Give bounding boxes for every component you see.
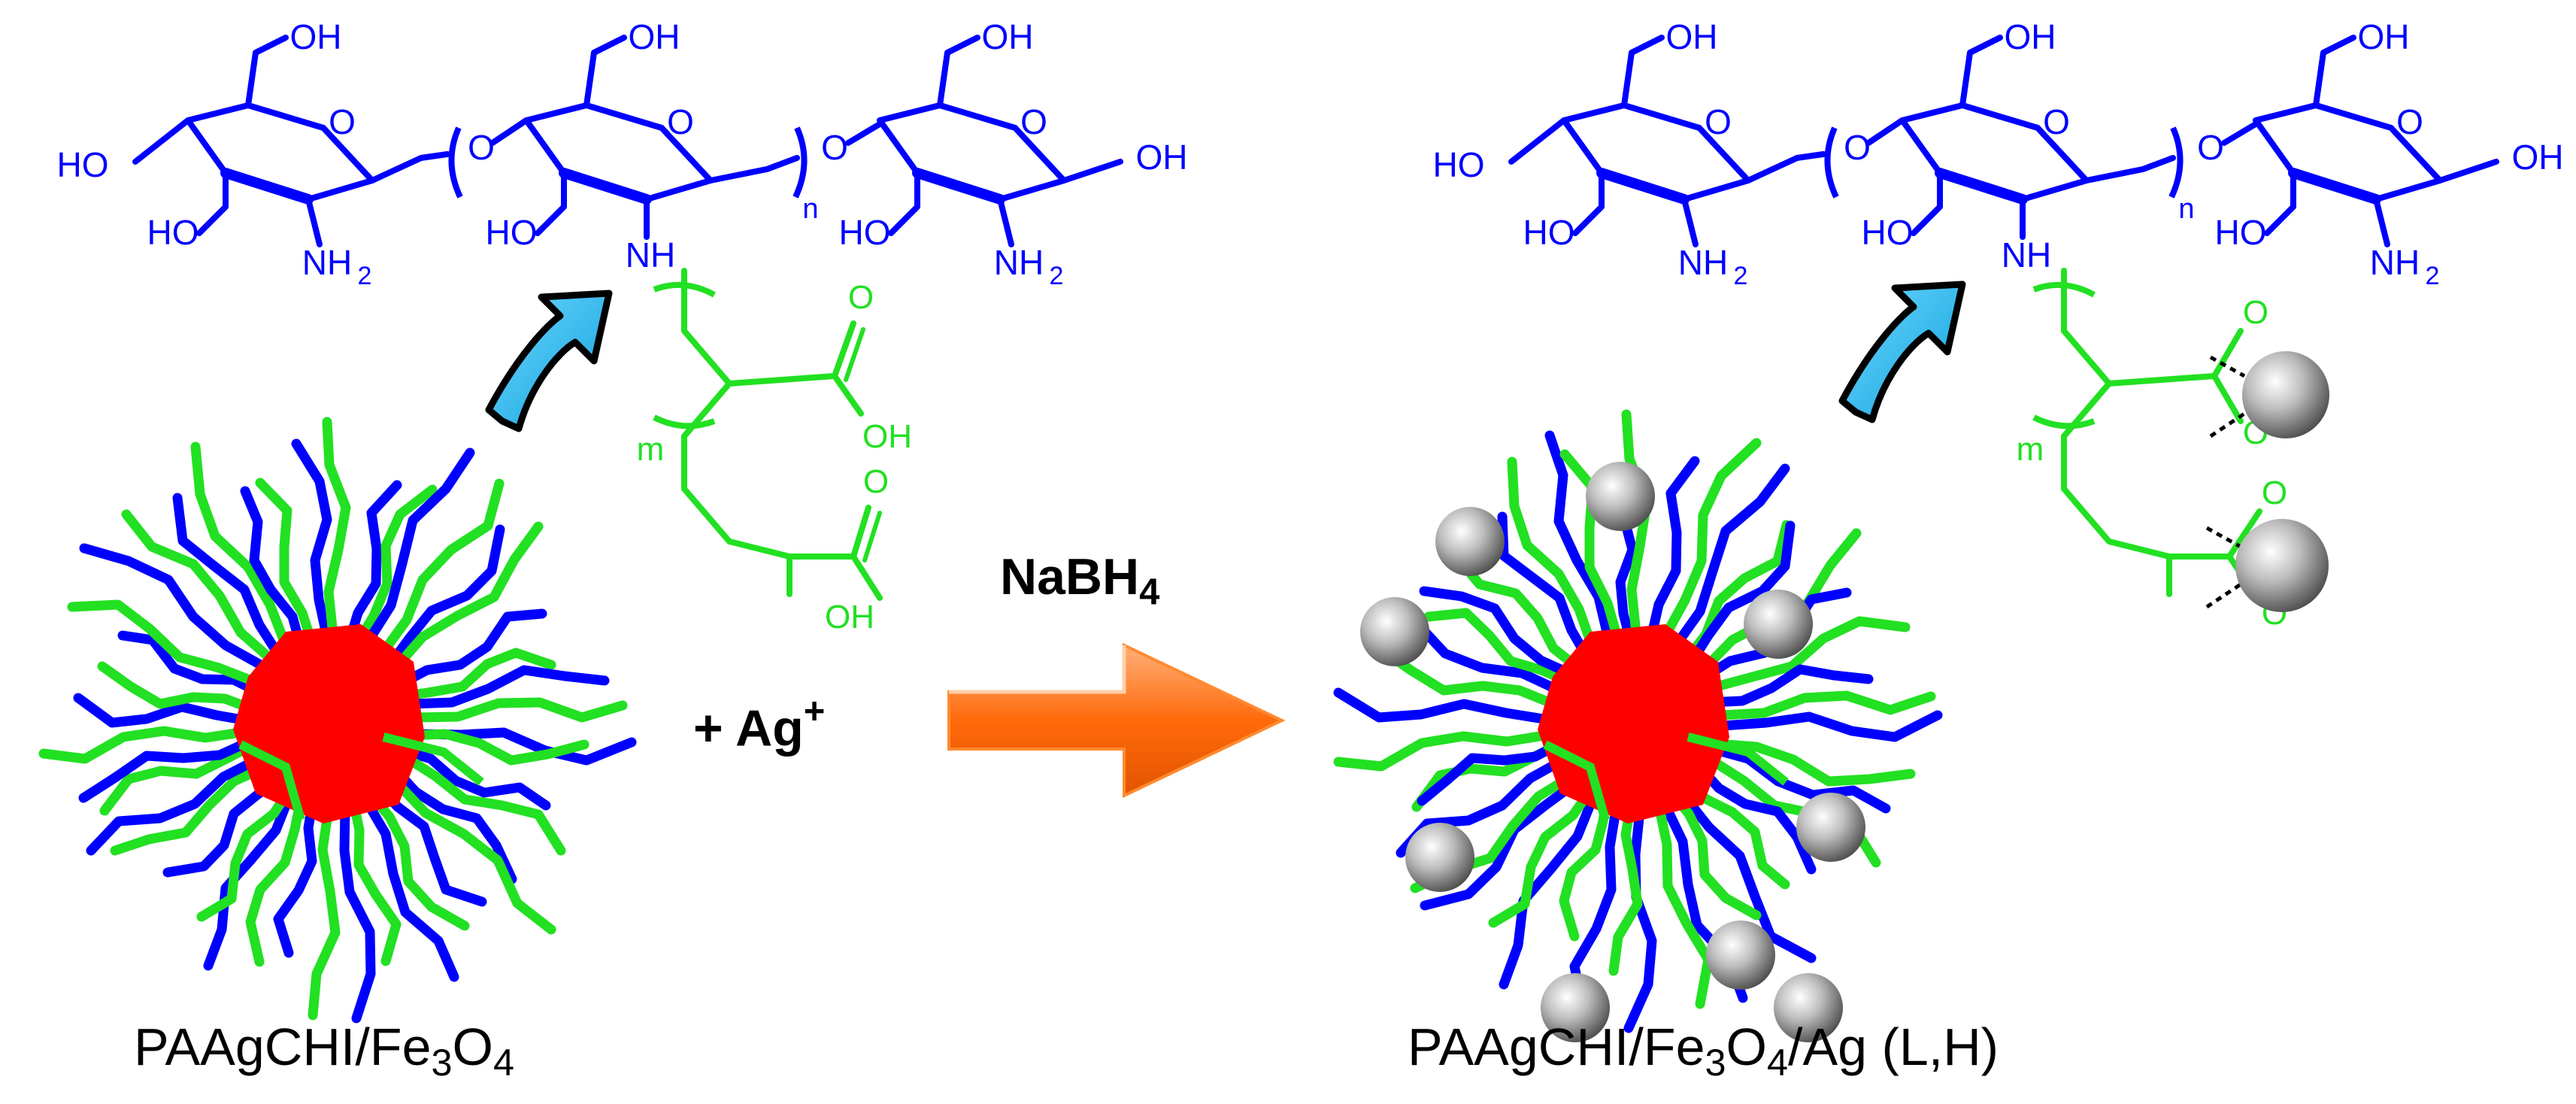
silver-particle-icon xyxy=(1796,793,1865,862)
hydroxyl-oh-label-2: OH xyxy=(825,599,874,635)
ring-o-label: O xyxy=(2396,102,2423,141)
nh2-label: NH xyxy=(994,243,1044,282)
glycosidic-o-label-2: O xyxy=(821,128,848,167)
reagent-ag-sup: + xyxy=(803,691,826,732)
repeat-m-label: m xyxy=(2017,431,2044,468)
reagent-nabh4-sub: 4 xyxy=(1139,572,1160,613)
caption-right-s1: 3 xyxy=(1705,1041,1726,1084)
fe3o4-core-icon xyxy=(233,624,425,823)
ring-o-label: O xyxy=(329,102,356,141)
silver-particle-icon xyxy=(1706,921,1775,990)
ring-o-label: O xyxy=(2043,102,2070,141)
caption-right-p3: /Ag (L,H) xyxy=(1788,1018,1999,1076)
oh-label: OH xyxy=(1666,17,1718,56)
fe3o4-core-icon xyxy=(1538,624,1729,823)
reagent-ag-ion: + Ag+ xyxy=(693,690,825,757)
nh2-sub-label: 2 xyxy=(2426,262,2440,290)
repeat-n-label: n xyxy=(802,193,818,225)
silver-sphere-bound-icon xyxy=(2242,351,2329,438)
oh-label: OH xyxy=(629,17,680,56)
curved-arrow-left-icon xyxy=(485,290,613,432)
reaction-arrow-icon xyxy=(947,642,1286,799)
caption-right-s2: 4 xyxy=(1766,1041,1789,1084)
reagent-nabh4-main: NaBH xyxy=(1000,548,1140,605)
silver-particle-icon xyxy=(1405,823,1474,892)
caption-right-p1: PAAgCHI/Fe xyxy=(1408,1018,1705,1076)
caption-left-p2: O xyxy=(452,1018,493,1076)
oh-label: OH xyxy=(290,17,342,56)
oh-terminal-label: OH xyxy=(1136,138,1188,177)
oh-label: OH xyxy=(982,17,1034,56)
silver-particle-icon xyxy=(1586,462,1655,531)
carboxylate-o-label-3: O xyxy=(2262,475,2287,511)
caption-right-p2: O xyxy=(1726,1018,1767,1076)
hydroxyl-oh-label: OH xyxy=(862,418,912,455)
oh-terminal-label: OH xyxy=(2512,138,2564,177)
nanoparticle-right xyxy=(1333,409,1943,1042)
silver-particle-icon xyxy=(1541,973,1610,1042)
ring-o-label: O xyxy=(1705,102,1732,141)
ho-terminal-label: HO xyxy=(57,145,109,184)
repeat-m-label: m xyxy=(637,431,665,468)
reagent-nabh4: NaBH4 xyxy=(1000,547,1159,614)
ho-label: HO xyxy=(147,213,199,252)
silver-sphere-bound-icon xyxy=(2235,519,2329,612)
curved-arrow-right-icon xyxy=(1838,281,1966,423)
carboxylate-o-label: O xyxy=(2243,294,2268,331)
silver-particle-icon xyxy=(1774,973,1843,1042)
caption-left-s1: 3 xyxy=(431,1041,453,1084)
caption-right: PAAgCHI/Fe3O4/Ag (L,H) xyxy=(1408,1017,1999,1084)
glycosidic-o-label: O xyxy=(468,128,495,167)
silver-particle-icon xyxy=(1360,597,1429,666)
nh2-label: NH xyxy=(2370,243,2420,282)
carbonyl-o-label: O xyxy=(848,279,874,316)
glycosidic-o-label-2: O xyxy=(2197,128,2224,167)
ho-label: HO xyxy=(839,213,891,252)
nh2-sub-label: 2 xyxy=(1050,262,1064,290)
reagent-ag-main: + Ag xyxy=(693,699,804,757)
caption-left-s2: 4 xyxy=(492,1041,515,1084)
caption-left-p1: PAAgCHI/Fe xyxy=(134,1018,432,1076)
nh2-sub-label: 2 xyxy=(358,262,372,290)
silver-particle-icon xyxy=(1744,590,1813,659)
oh-label: OH xyxy=(2005,17,2056,56)
nh-label: NH xyxy=(626,235,675,274)
silver-particle-icon xyxy=(1435,507,1505,576)
nh-label: NH xyxy=(2002,235,2051,274)
caption-left: PAAgCHI/Fe3O4 xyxy=(134,1017,514,1084)
ho-label: HO xyxy=(1523,213,1575,252)
ho-label: HO xyxy=(2215,213,2267,252)
oh-label: OH xyxy=(2358,17,2410,56)
ho-terminal-label: HO xyxy=(1433,145,1485,184)
nh2-label: NH xyxy=(302,243,352,282)
ring-o-label: O xyxy=(667,102,694,141)
repeat-n-label: n xyxy=(2178,193,2194,225)
ho-label: HO xyxy=(486,213,538,252)
nh2-label: NH xyxy=(1678,243,1728,282)
nh2-sub-label: 2 xyxy=(1734,262,1748,290)
carbonyl-o-label-2: O xyxy=(863,463,889,500)
ring-o-label: O xyxy=(1020,102,1047,141)
glycosidic-o-label: O xyxy=(1844,128,1871,167)
ho-label: HO xyxy=(1862,213,1914,252)
nanoparticle-left xyxy=(38,417,637,1024)
